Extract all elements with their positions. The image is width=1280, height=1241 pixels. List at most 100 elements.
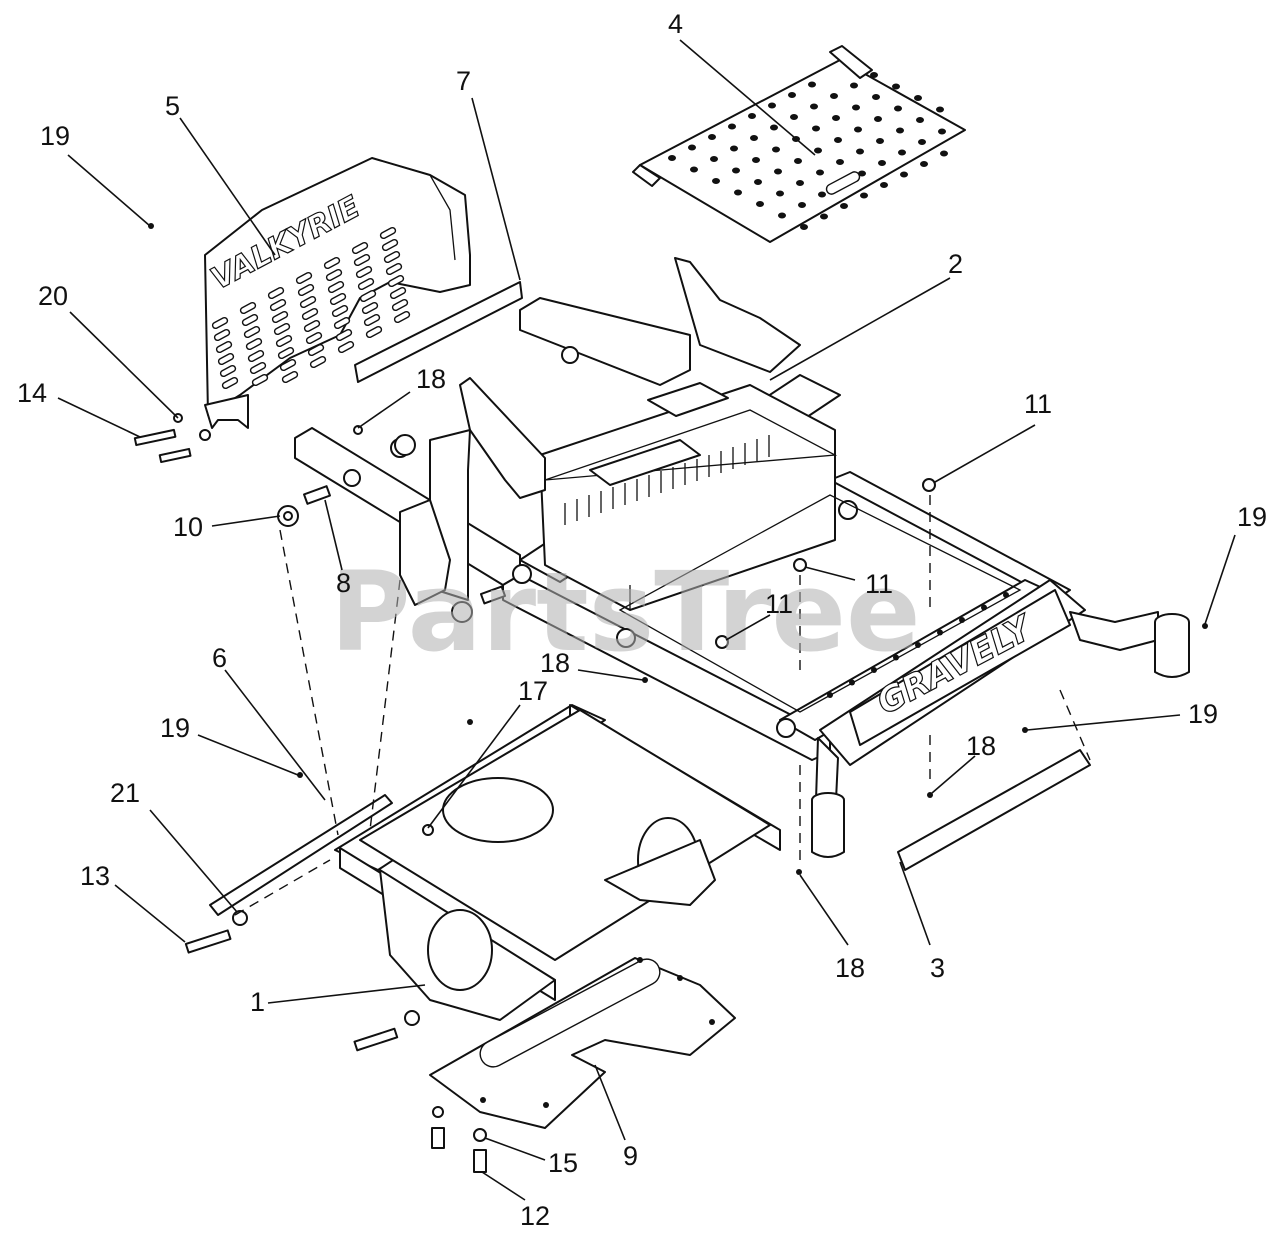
perforation-hole: [734, 189, 742, 196]
perforation-hole: [732, 167, 740, 174]
vent-slot: [275, 334, 293, 348]
perforation-hole: [940, 150, 948, 157]
vent-slot: [309, 355, 327, 369]
callout-11: 11: [1024, 389, 1052, 419]
perforation-hole: [830, 93, 838, 99]
vent-slot: [385, 262, 403, 276]
vent-slot: [281, 370, 299, 384]
callout-11: 11: [765, 589, 793, 619]
vent-slot: [215, 340, 233, 354]
vent-slot: [249, 361, 267, 375]
perforation-hole: [840, 203, 848, 209]
callout-2: 2: [948, 249, 963, 279]
vent-slot: [331, 304, 349, 318]
callout-16: 17: [518, 676, 548, 706]
vent-slot: [335, 328, 353, 342]
vent-slot: [323, 256, 341, 270]
perforation-hole: [878, 160, 886, 166]
perforation-hole: [752, 157, 760, 163]
callout-13: 13: [80, 861, 110, 891]
perforation-hole: [874, 116, 882, 122]
callout-18: 18: [966, 731, 996, 761]
perforation-hole: [832, 115, 840, 121]
perforation-hole: [810, 103, 818, 110]
watermark: PartsTree: [330, 548, 921, 676]
vent-slot: [379, 226, 397, 240]
perforation-hole: [896, 127, 904, 134]
vent-slot: [337, 340, 355, 354]
vent-slot: [393, 310, 411, 324]
vent-slot: [303, 319, 321, 333]
stud: [981, 604, 987, 611]
perforation-hole: [816, 169, 824, 176]
vent-slot: [269, 298, 287, 312]
perforation-hole: [914, 95, 922, 101]
vent-slot: [219, 364, 237, 378]
vent-slot: [297, 283, 315, 297]
perforation-hole: [836, 159, 844, 165]
perforation-hole: [778, 212, 786, 219]
perforation-hole: [858, 170, 866, 177]
vent-slot: [299, 295, 317, 309]
vent-slot: [381, 238, 399, 252]
vent-slot: [273, 322, 291, 336]
perforation-hole: [916, 117, 924, 123]
vent-slot: [239, 301, 257, 315]
perforation-hole: [750, 135, 758, 141]
vent-slot: [329, 292, 347, 306]
callout-19: 19: [40, 121, 70, 151]
callout-11: 11: [865, 569, 893, 599]
perforation-hole: [730, 145, 738, 152]
perforation-hole: [668, 155, 676, 161]
leader-lines: [57, 39, 1236, 1201]
perforation-hole: [818, 191, 826, 198]
perforation-hole: [728, 123, 736, 130]
vent-slot: [243, 325, 261, 339]
vent-slot: [391, 298, 409, 312]
part-9-floor-plate: [429, 957, 736, 1129]
vent-slot: [267, 286, 285, 300]
callout-18: 18: [540, 648, 570, 678]
vent-slot: [217, 352, 235, 366]
stud: [827, 692, 833, 698]
callout-17: 18: [416, 364, 446, 394]
perforation-hole: [748, 113, 756, 119]
vent-slot: [387, 274, 405, 288]
callout-19: 19: [1237, 502, 1267, 532]
callout-18: 18: [835, 953, 865, 983]
perforation-hole: [936, 106, 944, 113]
perforation-hole: [710, 156, 718, 162]
vent-slot: [359, 289, 377, 303]
vent-slot: [365, 325, 383, 339]
part-4-seat-plate: [632, 45, 966, 243]
perforation-hole: [772, 146, 780, 153]
vent-slot: [241, 313, 259, 327]
vent-slot: [333, 316, 351, 330]
callout-labels: 4 5 7 19 2 20 14 18 11 19 10 8 11 11 18 …: [17, 9, 1267, 1231]
perforation-hole: [900, 171, 908, 178]
stud: [959, 617, 965, 623]
vent-slot: [357, 277, 375, 291]
perforation-hole: [798, 202, 806, 208]
perforation-hole: [894, 105, 902, 112]
vent-slot: [355, 265, 373, 279]
perforation-hole: [774, 168, 782, 175]
perforation-hole: [834, 137, 842, 143]
perforation-hole: [796, 180, 804, 186]
vent-slot: [325, 268, 343, 282]
stud: [1003, 592, 1009, 598]
perforation-hole: [876, 138, 884, 144]
vent-slot: [353, 253, 371, 267]
perforation-hole: [854, 126, 862, 133]
perforation-hole: [814, 147, 822, 154]
callout-19: 19: [1188, 699, 1218, 729]
callout-10: 10: [173, 512, 203, 542]
callout-14: 14: [17, 378, 47, 408]
callout-12: 12: [520, 1201, 550, 1231]
vent-slot: [277, 346, 295, 360]
perforation-hole: [856, 148, 864, 155]
vent-slot: [301, 307, 319, 321]
perforation-hole: [800, 224, 808, 230]
callout-21: 21: [110, 778, 140, 808]
